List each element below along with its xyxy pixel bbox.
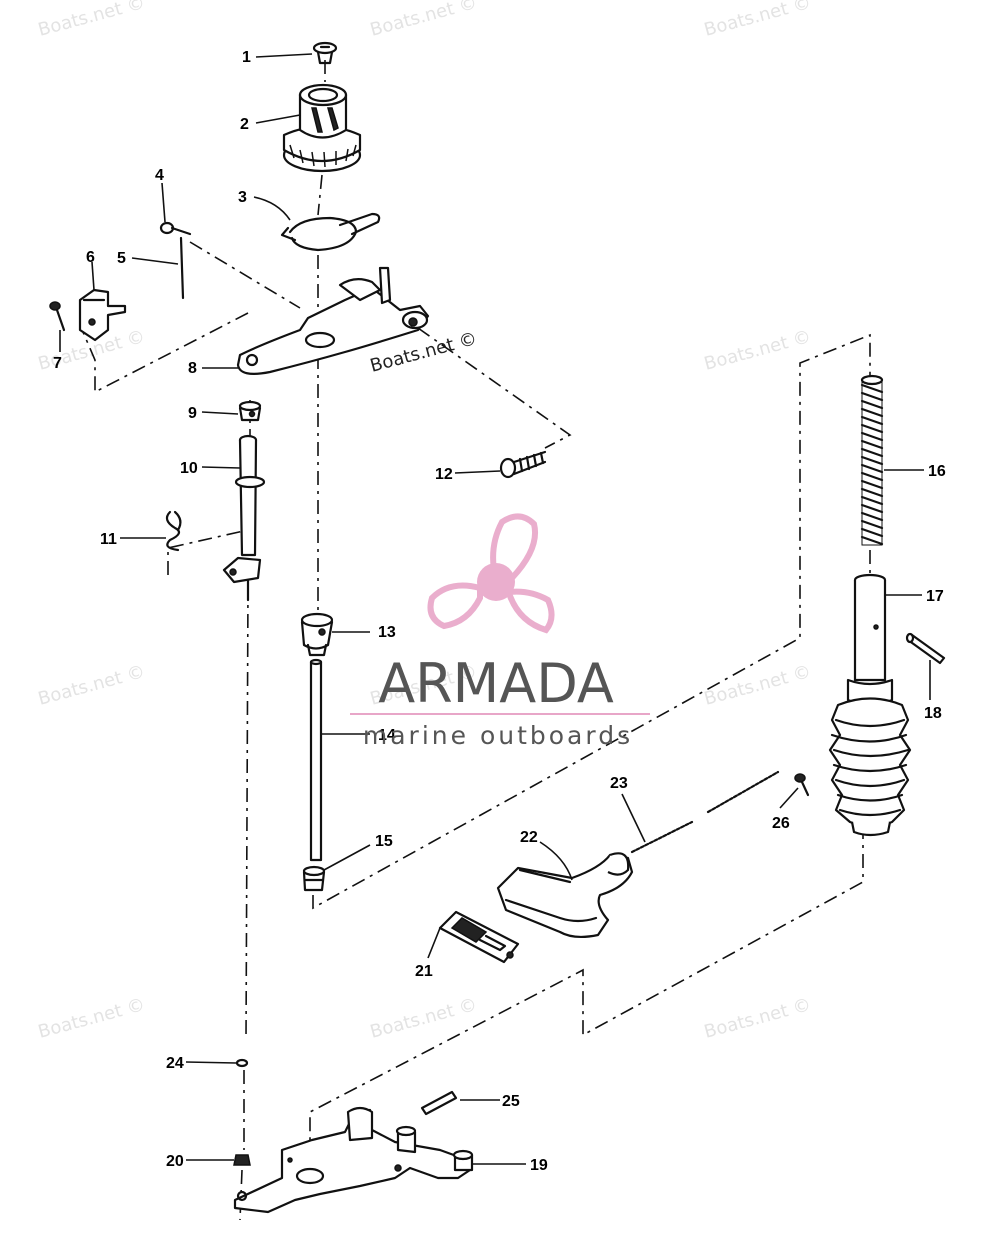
part-8-shift-lever: [236, 266, 430, 375]
part-6-bracket: [78, 288, 127, 342]
callout-24: 24: [166, 1055, 184, 1072]
watermark: Boats.net ©: [702, 994, 814, 1043]
callout-9: 9: [188, 405, 197, 422]
callout-16: 16: [928, 463, 946, 480]
callout-20: 20: [166, 1153, 184, 1170]
part-20-nut: [233, 1154, 251, 1166]
part-16-spring: [860, 374, 884, 546]
watermark: Boats.net ©: [702, 661, 814, 710]
watermark: Boats.net ©: [36, 0, 148, 41]
callout-5: 5: [117, 250, 126, 267]
part-19-lower-lever: [233, 1106, 474, 1214]
assembly-lines: [79, 60, 871, 1221]
callout-17: 17: [926, 588, 944, 605]
watermark: Boats.net ©: [702, 0, 814, 41]
watermark: Boats.net ©: [36, 994, 148, 1043]
callout-25: 25: [502, 1093, 520, 1110]
armada-logo: ARMADA marine outboards: [350, 513, 650, 750]
watermark-layer: Boats.net © Boats.net © Boats.net © Boat…: [36, 0, 814, 1043]
callout-8: 8: [188, 360, 197, 377]
callout-11: 11: [100, 531, 117, 548]
callout-15: 15: [375, 833, 393, 850]
part-21-handle-insert: [438, 910, 520, 964]
part-1-screw: [312, 41, 338, 65]
part-14-rod: [309, 658, 323, 862]
part-22-starter-handle: [496, 852, 634, 939]
callout-18: 18: [924, 705, 942, 722]
part-25-pin: [420, 1090, 458, 1116]
part-24-washer: [235, 1058, 249, 1068]
callout-13: 13: [378, 624, 396, 641]
callout-6: 6: [86, 249, 95, 266]
callout-14: 14: [378, 727, 396, 744]
part-23-starter-rope: [630, 770, 780, 854]
propeller-icon: [427, 513, 555, 634]
part-12-screw: [499, 450, 547, 479]
part-4-screw: [159, 221, 192, 236]
part-17-boot: [828, 697, 912, 837]
part-11-clip: [165, 510, 182, 552]
watermark: Boats.net ©: [368, 0, 480, 41]
part-9-cap: [238, 400, 262, 422]
callout-21: 21: [415, 963, 433, 980]
part-2-drive-gear: [282, 83, 362, 173]
part-13-connector: [300, 612, 334, 657]
callout-7: 7: [53, 355, 62, 372]
callout-4: 4: [155, 167, 164, 184]
callout-19: 19: [530, 1157, 548, 1174]
logo-wordmark: ARMADA: [378, 652, 614, 715]
part-5-pin: [179, 236, 185, 300]
part-18-roll-pin: [905, 632, 946, 665]
callout-22: 22: [520, 829, 538, 846]
part-7-screw: [49, 301, 66, 332]
callout-12: 12: [435, 466, 453, 483]
leader-lines: [59, 53, 931, 1165]
callout-3: 3: [238, 189, 247, 206]
watermark: Boats.net ©: [702, 326, 814, 375]
part-10-shift-shaft: [222, 434, 266, 602]
callout-26: 26: [772, 815, 790, 832]
callout-23: 23: [610, 775, 628, 792]
logo-tagline: marine outboards: [363, 721, 633, 750]
watermark: Boats.net ©: [36, 661, 148, 710]
callout-labels: 1 2 3 4 5 6 7 8 9 10 11 12 13 14 15 16 1…: [53, 49, 946, 1174]
callout-1: 1: [242, 49, 251, 66]
watermark: Boats.net ©: [368, 994, 480, 1043]
callout-10: 10: [180, 460, 198, 477]
part-26-screw: [794, 773, 810, 797]
callout-2: 2: [240, 116, 249, 133]
part-15-end-cap: [302, 865, 326, 892]
part-3-spring-clip: [280, 212, 381, 252]
